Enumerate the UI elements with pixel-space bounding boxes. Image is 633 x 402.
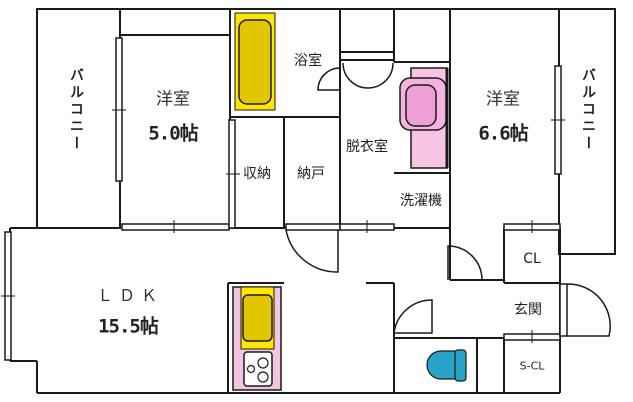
storage-label: 収納 (243, 166, 271, 182)
balcony-left-label: バルコニー (68, 67, 84, 153)
ldk-area: 15.5帖 (98, 315, 159, 338)
burner-large-1 (257, 357, 269, 369)
door-swing-nando (285, 229, 339, 273)
bathtub-inner (238, 19, 272, 105)
kitchen-sink-inner (242, 294, 273, 342)
door-swing-western-2 (447, 245, 483, 281)
western-room-1-area: 5.0帖 (148, 122, 198, 145)
ldk-label: ＬＤＫ (96, 286, 164, 305)
burner-small (246, 364, 256, 374)
western-room-2-area: 6.6帖 (478, 122, 528, 145)
door-swing-bathroom (317, 67, 341, 91)
balcony-right-label: バルコニー (580, 67, 596, 153)
door-swing-entrance (566, 283, 611, 337)
door-swing-toilet (393, 299, 433, 334)
washing-machine-label: 洗濯機 (400, 193, 442, 209)
sliding-door-western-1-bottom (121, 223, 230, 231)
toilet-bowl (426, 350, 461, 380)
entrance-label: 玄関 (514, 302, 542, 318)
bathroom-label: 浴室 (294, 53, 322, 69)
sliding-door-nando (285, 223, 341, 231)
door-swing-dressing-double (342, 62, 394, 89)
shoe-closet-label: S-CL (519, 359, 545, 373)
washbasin-inner (405, 84, 437, 127)
entrance-door-frame (559, 283, 568, 337)
burner-large-2 (257, 371, 269, 383)
nando-label: 納戸 (297, 166, 325, 182)
western-room-1-label: 洋室 (156, 89, 190, 110)
dressing-room-label: 脱衣室 (346, 139, 388, 155)
western-room-2-label: 洋室 (486, 89, 520, 110)
closet-label: CL (523, 251, 541, 267)
toilet-tank (454, 349, 467, 382)
